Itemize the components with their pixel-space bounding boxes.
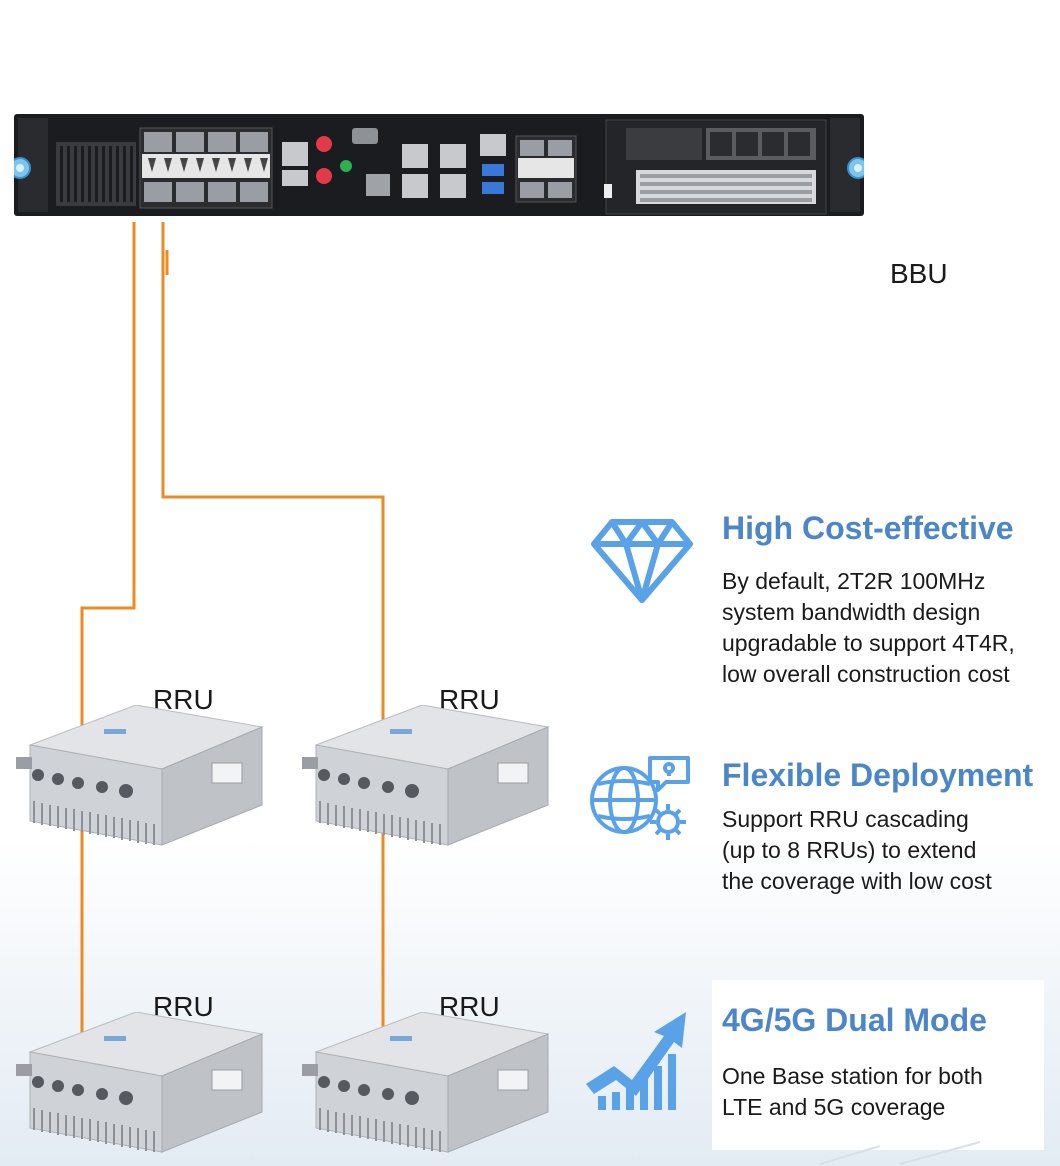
rru-device [16, 705, 263, 846]
decorative-lines [820, 1141, 981, 1165]
globe-gear-icon [590, 756, 690, 840]
rru-device [16, 1012, 263, 1153]
feature-title-cost: High Cost-effective [722, 510, 1014, 546]
cable-left-chain [80, 222, 136, 1075]
rru-device [302, 1012, 549, 1153]
cable-right-chain [161, 222, 385, 1075]
bbu-device [9, 112, 869, 218]
bbu-label: BBU [890, 258, 948, 289]
feature-panel [712, 980, 1044, 1150]
rru-device [302, 705, 549, 846]
feature-title-deployment: Flexible Deployment [722, 757, 1034, 793]
feature-desc-deployment: Support RRU cascading (up to 8 RRUs) to … [722, 806, 992, 894]
growth-chart-icon [586, 1012, 686, 1110]
feature-desc-dual-mode: One Base station for both LTE and 5G cov… [722, 1063, 983, 1120]
feature-title-dual-mode: 4G/5G Dual Mode [722, 1002, 987, 1038]
feature-desc-cost: By default, 2T2R 100MHz system bandwidth… [722, 568, 1015, 687]
diamond-icon [591, 519, 693, 603]
